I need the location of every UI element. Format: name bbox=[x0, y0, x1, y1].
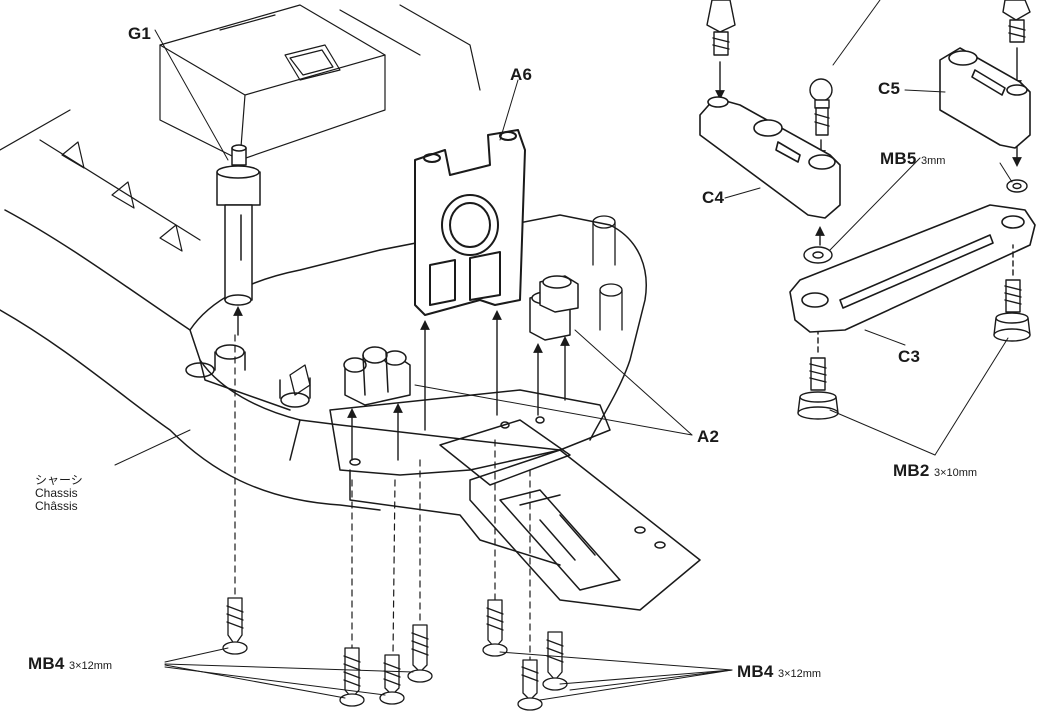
label-mb5-size: 3mm bbox=[920, 155, 946, 167]
label-chassis-jp: シャーシ bbox=[35, 473, 83, 487]
part-g1 bbox=[216, 144, 261, 306]
label-mb5-name: MB5 bbox=[880, 149, 917, 168]
ball-pins bbox=[706, 0, 1031, 136]
screw-5 bbox=[482, 599, 508, 657]
assembly-arrows bbox=[233, 306, 570, 461]
label-chassis-en: Chassis bbox=[35, 486, 78, 500]
screws-mb4 bbox=[222, 597, 568, 711]
leader-lines-right bbox=[724, 0, 1013, 456]
screw-1 bbox=[222, 597, 248, 655]
leader-lines-left bbox=[114, 29, 733, 701]
label-mb5: MB5 3mm bbox=[880, 150, 945, 168]
gearbox-outline bbox=[159, 4, 481, 161]
screw-3 bbox=[379, 654, 405, 705]
screw-7 bbox=[517, 659, 543, 711]
label-chassis: シャーシ Chassis Châssis bbox=[35, 474, 83, 513]
label-mb4-left: MB4 3×12mm bbox=[28, 655, 112, 673]
part-c5 bbox=[939, 47, 1031, 149]
label-mb2: MB2 3×10mm bbox=[893, 462, 977, 480]
part-c3 bbox=[789, 204, 1036, 333]
part-c4 bbox=[699, 96, 841, 219]
screws-mb2 bbox=[797, 244, 1031, 420]
washers-mb5 bbox=[803, 179, 1028, 264]
screw-6 bbox=[542, 631, 568, 691]
label-mb4-left-name: MB4 bbox=[28, 654, 65, 673]
label-mb2-size: 3×10mm bbox=[933, 467, 978, 479]
chassis-posts bbox=[289, 215, 623, 396]
part-a6 bbox=[414, 129, 526, 316]
label-mb4-left-size: 3×12mm bbox=[68, 660, 113, 672]
label-mb4-right-name: MB4 bbox=[737, 662, 774, 681]
screw-guide-lines bbox=[234, 334, 531, 661]
screw-2 bbox=[339, 647, 365, 707]
label-mb4-right-size: 3×12mm bbox=[777, 668, 822, 680]
label-g1: G1 bbox=[128, 24, 152, 43]
label-mb4-right: MB4 3×12mm bbox=[737, 663, 821, 681]
label-chassis-fr: Châssis bbox=[35, 499, 78, 513]
chassis-body bbox=[0, 209, 647, 511]
label-c4: C4 bbox=[702, 188, 725, 207]
label-c3: C3 bbox=[898, 347, 921, 366]
chassis-plate bbox=[329, 389, 701, 611]
screw-4 bbox=[407, 624, 433, 683]
chassis-ribs bbox=[0, 109, 201, 252]
part-a2 bbox=[343, 275, 579, 406]
label-c5: C5 bbox=[878, 79, 901, 98]
label-a2: A2 bbox=[697, 427, 720, 446]
label-mb2-name: MB2 bbox=[893, 461, 930, 480]
label-a6: A6 bbox=[510, 65, 533, 84]
